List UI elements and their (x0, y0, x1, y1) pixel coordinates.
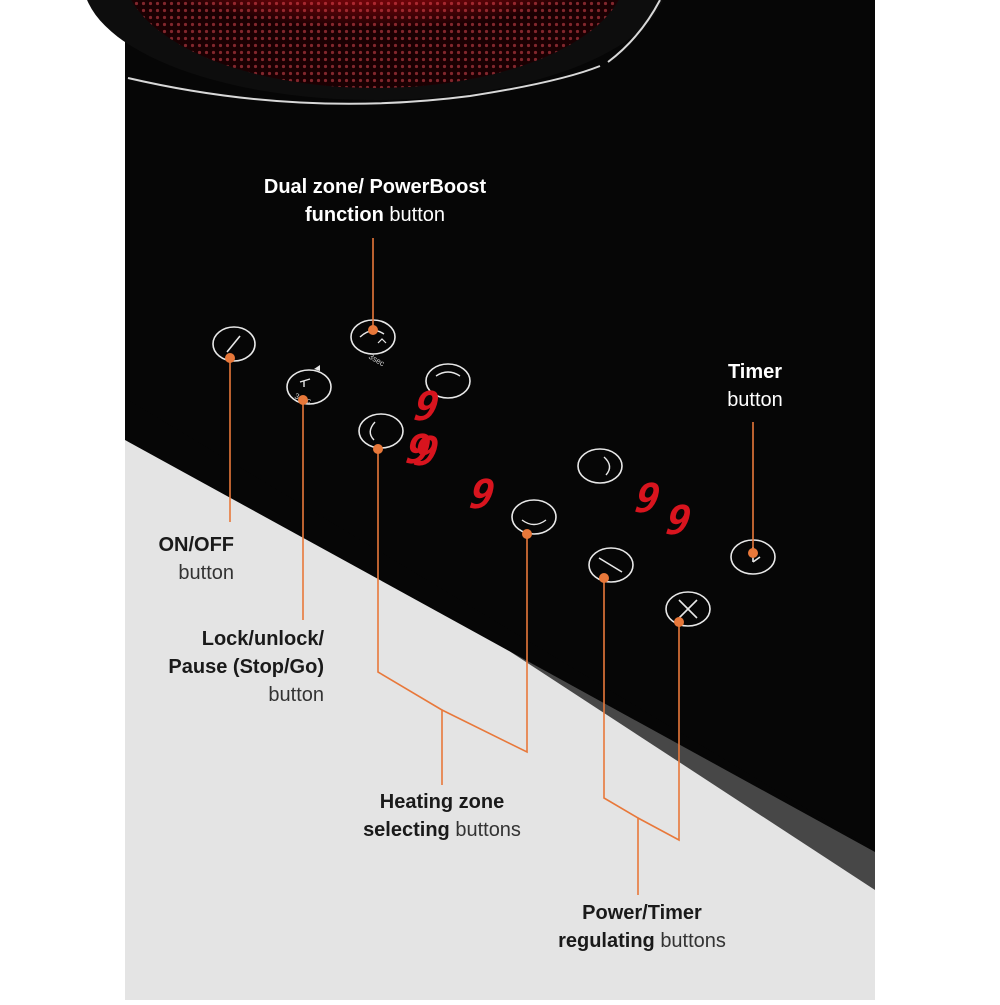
plus-icon[interactable] (665, 591, 711, 627)
onoff-label-normal: button (178, 562, 234, 584)
callout-dots (225, 325, 758, 627)
power-label-bold1: Power/Timer (582, 902, 702, 924)
dual-zone-label-normal: button (389, 204, 446, 226)
dual-zone-label-bold2: function (304, 204, 384, 226)
zone-front-right-icon[interactable] (511, 499, 557, 535)
minus-icon[interactable] (588, 547, 634, 583)
callout-lines (229, 238, 754, 895)
key-lock-icon[interactable] (286, 365, 332, 405)
timer-label: Timer button (690, 358, 820, 414)
timer-label-normal: button (727, 389, 783, 411)
heating-label-bold2: selecting (363, 819, 450, 841)
lock-label-bold2: Pause (Stop/Go) (168, 656, 324, 678)
heating-label: Heating zone selecting buttons (320, 788, 564, 844)
lock-label-bold1: Lock/unlock/ (201, 628, 324, 650)
power-label-bold2: regulating (558, 930, 655, 952)
lock-label: Lock/unlock/ Pause (Stop/Go) button (110, 625, 324, 709)
heating-ring-icon (87, 0, 663, 105)
lock-label-normal: button (268, 684, 324, 706)
heating-label-normal: buttons (455, 819, 521, 841)
zone-rear-left-icon[interactable] (425, 363, 471, 399)
power-label: Power/Timer regulating buttons (520, 899, 764, 955)
onoff-label: ON/OFF button (100, 531, 234, 587)
power-label-normal: buttons (660, 930, 726, 952)
zone-rear-right-icon[interactable] (577, 448, 623, 484)
glass-surface-top (125, 0, 875, 850)
dual-zone-label-bold1: Dual zone/ PowerBoost (263, 176, 487, 198)
dual-zone-label: Dual zone/ PowerBoost function button (215, 173, 535, 229)
heating-label-bold1: Heating zone (379, 791, 505, 813)
onoff-label-bold: ON/OFF (158, 534, 234, 556)
timer-label-bold: Timer (727, 361, 783, 383)
